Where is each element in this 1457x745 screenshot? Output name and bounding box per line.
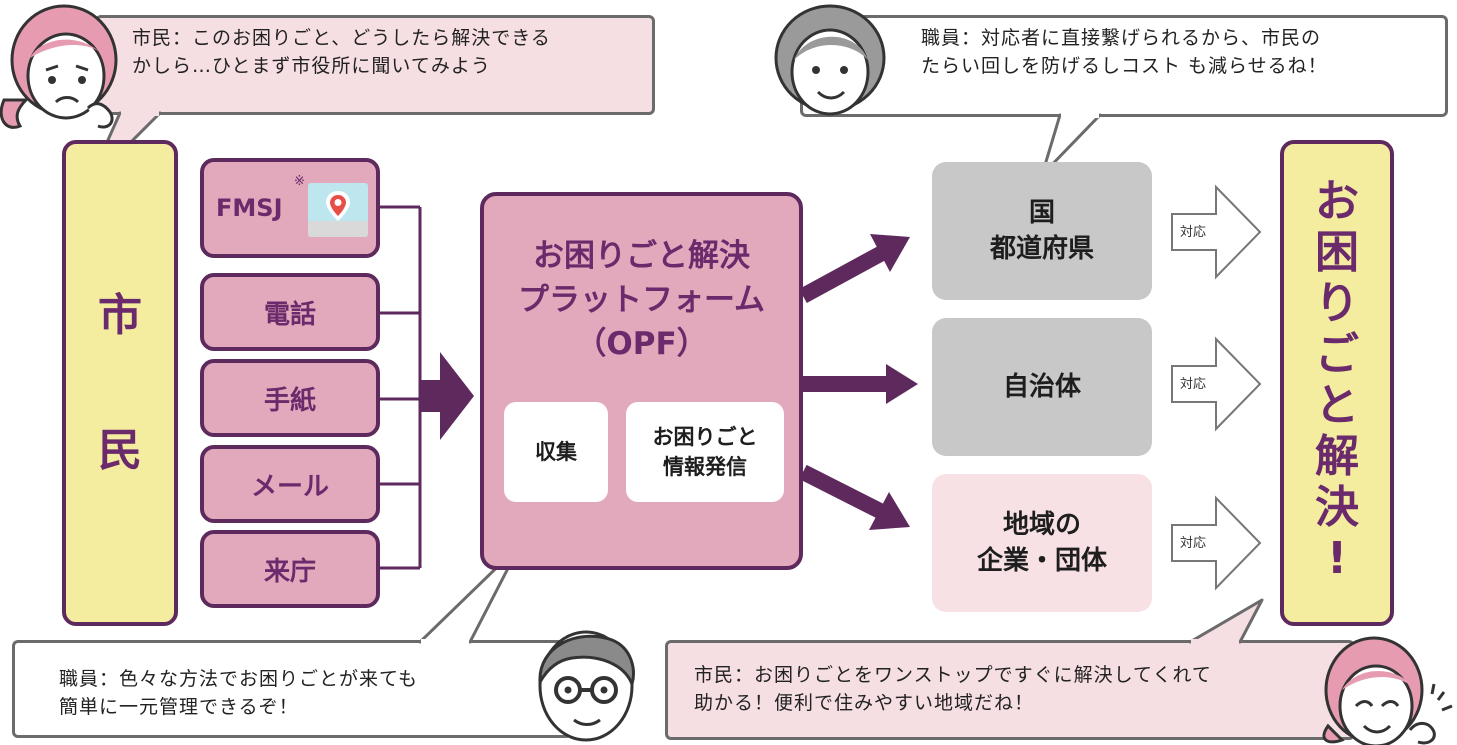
bubble-line: たらい回しを防げるしコスト も減らせるね！ — [921, 55, 1328, 77]
solved-bar-char: ! — [1326, 533, 1348, 584]
solved-bar-char: 決 — [1315, 482, 1359, 533]
channel-label: メール — [250, 471, 329, 502]
solved-bar-char: 困 — [1315, 227, 1359, 278]
target-line: 自治体 — [1002, 372, 1081, 402]
opf-collect-label: 収集 — [535, 440, 577, 464]
target-national-prefecture: 国 都道府県 — [932, 162, 1152, 300]
bubble-line: 職員：色々な方法でお困りごとが来ても — [59, 668, 419, 690]
channel-label: 電話 — [263, 299, 316, 330]
opf-platform-box: お困りごと解決 プラットフォーム （OPF） 収集 お困りごと 情報発信 — [480, 192, 803, 570]
channel-phone[interactable]: 電話 — [200, 273, 380, 351]
bubble-line: 簡単に一元管理できるぞ！ — [59, 696, 299, 718]
older-woman-icon — [774, 4, 886, 116]
solved-bar-char: 解 — [1315, 431, 1359, 482]
channel-label: 手紙 — [263, 385, 316, 416]
happy-woman-icon — [1322, 636, 1453, 745]
channel-visit[interactable]: 来庁 — [200, 530, 380, 608]
opf-dispatch-line: お困りごと — [652, 425, 758, 449]
opf-title-line: お困りごと解決 — [533, 238, 750, 274]
target-line: 国 — [1028, 198, 1055, 228]
solved-bar-char: お — [1315, 176, 1359, 227]
response-label: 対応 — [1180, 225, 1207, 240]
channel-letter[interactable]: 手紙 — [200, 359, 380, 437]
target-line: 都道府県 — [989, 234, 1094, 264]
staff-comment-bubble-top: 職員：対応者に直接繋げられるから、市民の たらい回しを防げるしコスト も減らせる… — [800, 15, 1448, 117]
bubble-line: かしら…ひとまず市役所に聞いてみよう — [132, 55, 491, 77]
opf-dispatch-box: お困りごと 情報発信 — [626, 402, 784, 502]
target-line: 企業・団体 — [976, 546, 1107, 576]
opf-dispatch-line: 情報発信 — [663, 455, 747, 479]
solved-bar: お 困 り ご と 解 決 ! — [1280, 140, 1394, 626]
worried-woman-icon — [0, 4, 118, 129]
staff-comment-bubble-bottom: 職員：色々な方法でお困りごとが来ても 簡単に一元管理できるぞ！ — [12, 640, 572, 738]
citizen-bar-char: 市 — [98, 289, 142, 341]
response-label: 対応 — [1180, 536, 1207, 551]
citizen-thanks-bubble: 市民：お困りごとをワンストップですぐに解決してくれて 助かる！便利で住みやすい地… — [665, 640, 1355, 740]
opf-title: お困りごと解決 プラットフォーム （OPF） — [484, 234, 799, 366]
citizen-bar-char: 民 — [98, 424, 142, 476]
bubble-line: 助かる！便利で住みやすい地域だね！ — [694, 692, 1035, 714]
opf-title-line: （OPF） — [575, 326, 708, 362]
channel-label: 来庁 — [263, 556, 316, 587]
channel-fmsj[interactable]: FMSJ ※ — [200, 158, 380, 258]
solved-bar-char: り — [1315, 278, 1359, 329]
citizen-bar: 市 民 — [62, 140, 178, 626]
channel-fmsj-label: FMSJ — [216, 194, 283, 222]
target-local-companies: 地域の 企業・団体 — [932, 474, 1152, 612]
solved-bar-char: ご — [1315, 329, 1359, 380]
map-pin-icon — [308, 183, 368, 237]
bubble-line: 市民：このお困りごと、どうしたら解決できる — [132, 27, 551, 49]
response-label: 対応 — [1180, 377, 1207, 392]
opf-collect-box: 収集 — [504, 402, 608, 502]
fmsj-footnote-mark: ※ — [294, 174, 305, 189]
channel-email[interactable]: メール — [200, 445, 380, 523]
solved-bar-char: と — [1315, 380, 1359, 431]
opf-title-line: プラットフォーム — [517, 282, 766, 318]
man-with-glasses-icon — [538, 630, 635, 742]
citizen-question-bubble: 市民：このお困りごと、どうしたら解決できる かしら…ひとまず市役所に聞いてみよう — [95, 15, 655, 115]
target-municipality: 自治体 — [932, 318, 1152, 456]
target-line: 地域の — [1002, 510, 1081, 540]
bubble-line: 職員：対応者に直接繋げられるから、市民の — [921, 27, 1322, 49]
bubble-line: 市民：お困りごとをワンストップですぐに解決してくれて — [694, 664, 1212, 686]
